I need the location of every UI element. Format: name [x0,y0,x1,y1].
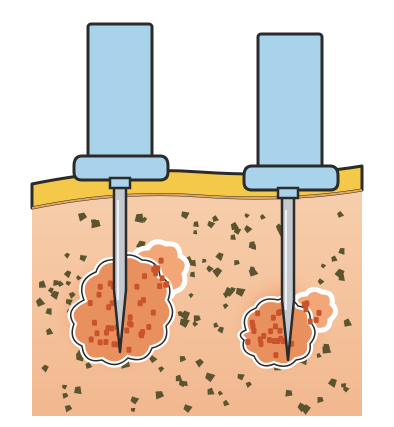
cell-spot [271,315,276,321]
cell-spot [277,328,282,334]
cell-spot [245,339,250,345]
tissue-speck [183,381,188,386]
cell-spot [157,283,162,289]
cell-spot [127,347,132,353]
cell-spot [98,339,103,345]
cell-spot [160,275,165,281]
cell-spot [97,292,102,298]
cell-spot [273,323,278,329]
cell-spot [163,282,168,288]
cell-spot [314,317,319,323]
cell-spot [153,270,158,276]
left-needle-hub-top [88,24,152,158]
cell-spot [128,314,133,320]
cell-spot [267,337,272,343]
cell-spot [103,339,108,345]
cell-spot [95,330,100,336]
cell-spot [317,310,322,316]
cell-spot [134,284,139,290]
cell-spot [89,337,94,343]
right-needle-hub-base [244,166,338,190]
right-needle-neck [278,188,298,198]
cell-spot [273,352,278,358]
cell-spot [127,320,132,326]
cell-spot [276,310,281,316]
tissue-speck [74,386,81,394]
left-needle-neck [110,178,130,188]
cell-spot [109,325,114,331]
cell-spot [92,320,97,326]
cell-spot [303,306,308,312]
cell-spot [252,328,257,334]
cell-spot [276,338,281,344]
cell-spot [151,310,156,316]
cell-spot [304,300,309,306]
cell-spot [259,341,264,347]
cell-spot [308,319,313,325]
cell-spot [141,297,146,303]
cell-spot [98,284,103,290]
cell-spot [261,333,266,339]
cell-spot [88,300,93,306]
cell-spot [159,258,164,264]
cell-spot [268,328,273,334]
right-needle-hub-top [258,34,322,168]
cell-spot [146,324,151,330]
cell-spot [112,341,117,347]
cell-spot [142,273,147,279]
cell-spot [153,265,158,271]
cell-spot [255,310,260,316]
cell-spot [124,328,129,334]
left-needle-hub-base [74,156,168,180]
cell-spot [104,330,109,336]
cell-spot [139,332,144,338]
cell-spot [250,320,255,326]
cell-spot [106,304,111,310]
